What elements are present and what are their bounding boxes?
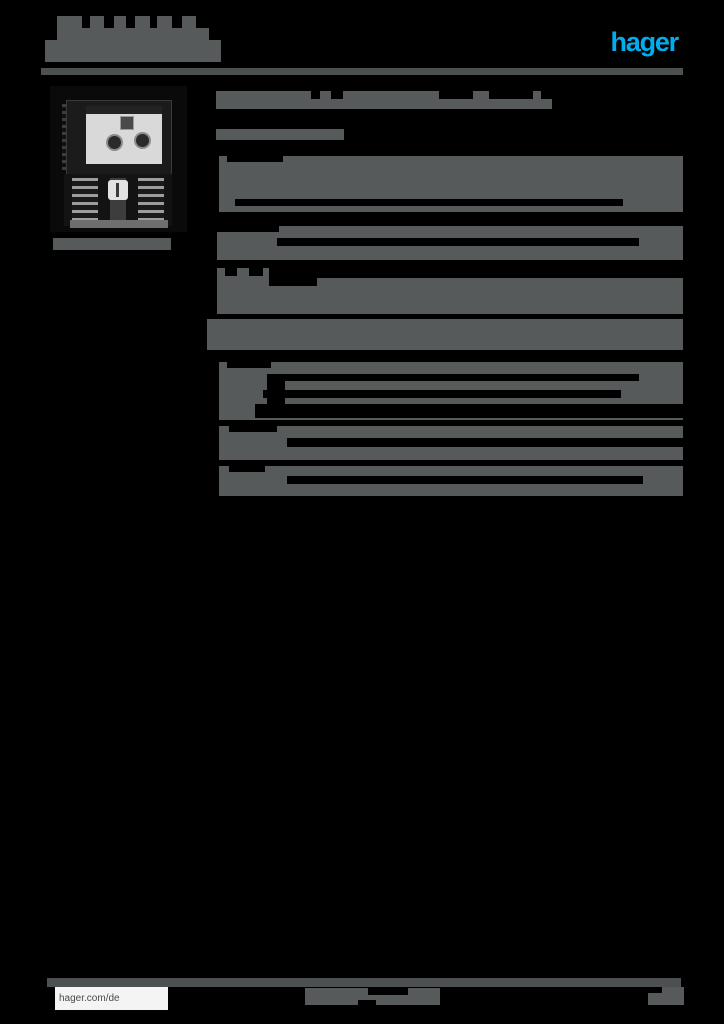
photo-mounting-foot: [70, 220, 168, 228]
photo-screw: [134, 132, 151, 149]
row-separator: [207, 260, 683, 268]
title-void: [45, 16, 57, 40]
title-void: [150, 16, 157, 28]
photo-screw: [106, 134, 123, 151]
footer-page-number-void: [648, 987, 662, 993]
footer-center-void: [368, 988, 408, 995]
document-subtitle-redaction: [45, 40, 221, 62]
row-label-void: [229, 426, 277, 432]
photo-faceplate: [86, 106, 162, 164]
row-leader-void: [279, 374, 639, 381]
row-leader-void: [277, 238, 639, 246]
row-leader-void: [235, 199, 623, 206]
header-divider: [41, 68, 683, 75]
product-caption-redaction: [53, 238, 171, 250]
row-leader-void: [263, 390, 621, 398]
section-title-void: [541, 91, 553, 99]
title-void: [126, 16, 135, 28]
row-label-void: [229, 466, 265, 472]
photo-center-label: [108, 180, 128, 200]
photo-faceplate-slot: [86, 106, 162, 114]
row-label-void: [249, 268, 263, 276]
row-gutter-void: [207, 466, 219, 496]
footer-url-text: hager.com/de: [59, 993, 120, 1004]
row-gutter-void: [207, 226, 217, 260]
row-leader-void: [255, 404, 683, 418]
row-label-void: [227, 156, 283, 162]
title-void: [196, 16, 209, 28]
spec-row: [207, 318, 683, 350]
section-title-void: [311, 91, 320, 99]
section-title-void: [331, 91, 343, 99]
product-figure: [50, 86, 187, 254]
section-title-void: [489, 91, 533, 99]
row-gutter-void: [207, 156, 219, 212]
footer-divider: [47, 978, 681, 987]
row-leader-void: [287, 438, 683, 447]
title-void: [104, 16, 114, 28]
row-gutter-void: [207, 362, 219, 420]
page-footer: hager.com/de: [0, 962, 724, 1024]
section-title-void: [439, 91, 473, 99]
row-leader-void: [273, 268, 683, 278]
row-gutter-void: [207, 268, 217, 314]
photo-spring-left: [72, 178, 98, 222]
footer-url[interactable]: hager.com/de: [55, 987, 168, 1010]
row-gutter-void: [207, 426, 219, 460]
page-header: hager: [0, 0, 724, 80]
photo-terminal-block: [120, 116, 134, 130]
row-separator: [207, 212, 683, 222]
title-void: [82, 16, 90, 28]
row-label-void: [227, 362, 271, 368]
row-separator: [207, 314, 683, 319]
row-label-void: [225, 268, 237, 276]
hager-logo: hager: [578, 26, 679, 57]
title-void: [172, 16, 182, 28]
section-subtitle-redaction: [216, 129, 344, 140]
row-leader-void: [287, 476, 643, 484]
footer-center-void: [358, 1000, 376, 1008]
hager-logo-wordmark: hager: [610, 27, 679, 57]
row-label-void: [217, 226, 279, 232]
photo-spring-right: [138, 178, 164, 222]
product-photo: [50, 86, 187, 232]
